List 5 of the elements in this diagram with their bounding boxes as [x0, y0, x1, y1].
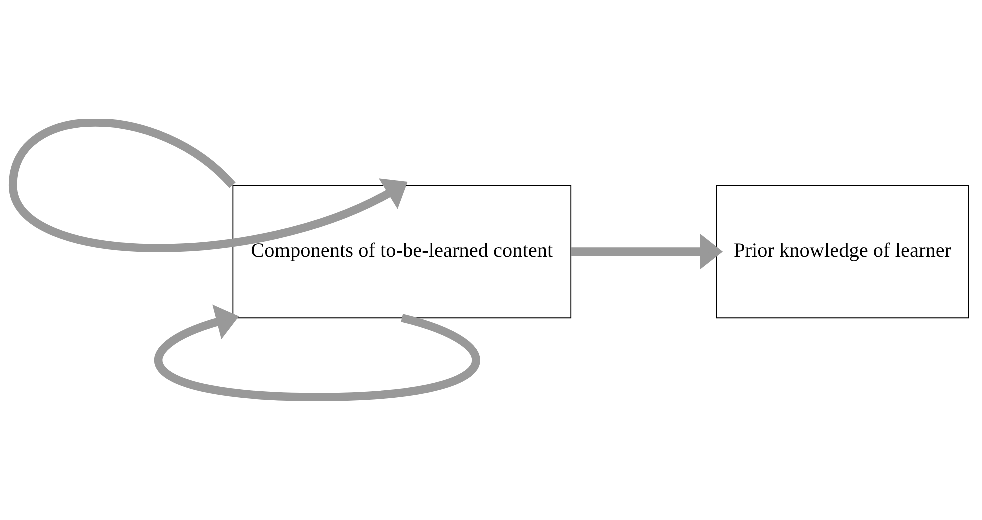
node-box: Prior knowledge of learner [716, 185, 970, 319]
arrow [8, 119, 408, 252]
arrow [571, 234, 724, 270]
node-box: Components of to-be-learned content [232, 185, 572, 319]
arrow [155, 304, 480, 401]
